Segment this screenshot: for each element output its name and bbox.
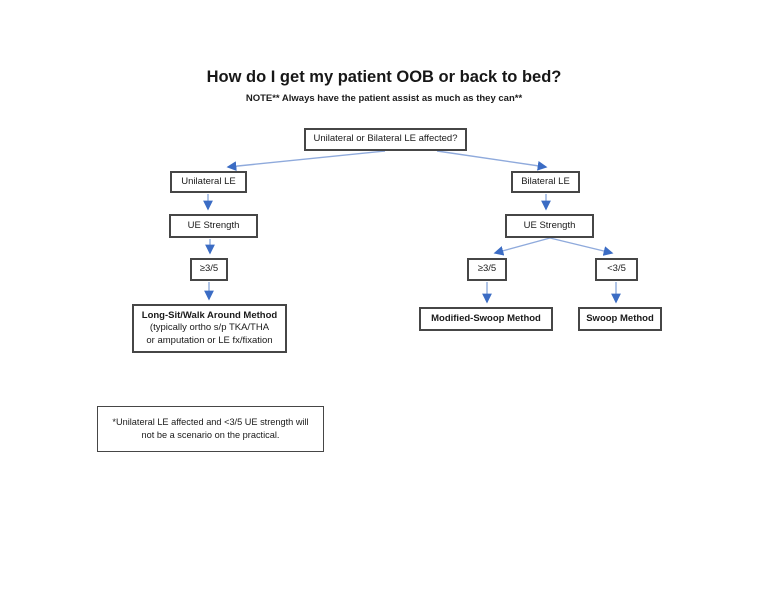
- node-ge-3-5-left-label: ≥3/5: [199, 263, 219, 275]
- node-question: Unilateral or Bilateral LE affected?: [304, 128, 467, 151]
- node-ue-strength-right: UE Strength: [505, 214, 594, 238]
- node-swoop-method: Swoop Method: [578, 307, 662, 331]
- node-ue-strength-left: UE Strength: [169, 214, 258, 238]
- arrow-ue-right-to-ge35: [493, 237, 551, 256]
- node-long-sit-method: Long-Sit/Walk Around Method (typically o…: [132, 304, 287, 353]
- node-swoop-method-label: Swoop Method: [586, 312, 654, 324]
- node-lt-3-5: <3/5: [595, 258, 638, 281]
- node-unilateral-le-label: Unilateral LE: [181, 175, 236, 187]
- node-ge-3-5-right: ≥3/5: [467, 258, 507, 281]
- node-ge-3-5-left: ≥3/5: [190, 258, 228, 281]
- node-unilateral-le: Unilateral LE: [170, 171, 247, 193]
- arrow-ue-right-to-lt35: [549, 237, 614, 256]
- node-bilateral-le-label: Bilateral LE: [521, 175, 570, 187]
- node-long-sit-method-detail1: (typically ortho s/p TKA/THA: [149, 322, 270, 334]
- node-question-label: Unilateral or Bilateral LE affected?: [313, 133, 458, 145]
- node-long-sit-method-detail2: or amputation or LE fx/fixation: [146, 334, 273, 346]
- node-ge-3-5-right-label: ≥3/5: [477, 263, 497, 275]
- node-modified-swoop-method: Modified-Swoop Method: [419, 307, 553, 331]
- arrow-question-to-bilateral: [436, 150, 548, 171]
- node-long-sit-method-title: Long-Sit/Walk Around Method: [141, 309, 278, 321]
- page-note: NOTE** Always have the patient assist as…: [245, 93, 523, 104]
- footnote-line2: not be a scenario on the practical.: [141, 430, 280, 440]
- node-bilateral-le: Bilateral LE: [511, 171, 580, 193]
- node-modified-swoop-method-label: Modified-Swoop Method: [431, 312, 541, 324]
- arrow-question-to-unilateral: [226, 150, 386, 172]
- footnote-box: *Unilateral LE affected and <3/5 UE stre…: [97, 406, 324, 452]
- node-lt-3-5-label: <3/5: [607, 263, 626, 275]
- page-title: How do I get my patient OOB or back to b…: [206, 68, 562, 86]
- node-ue-strength-left-label: UE Strength: [187, 219, 240, 231]
- footnote-line1: *Unilateral LE affected and <3/5 UE stre…: [112, 416, 309, 427]
- node-ue-strength-right-label: UE Strength: [523, 219, 576, 231]
